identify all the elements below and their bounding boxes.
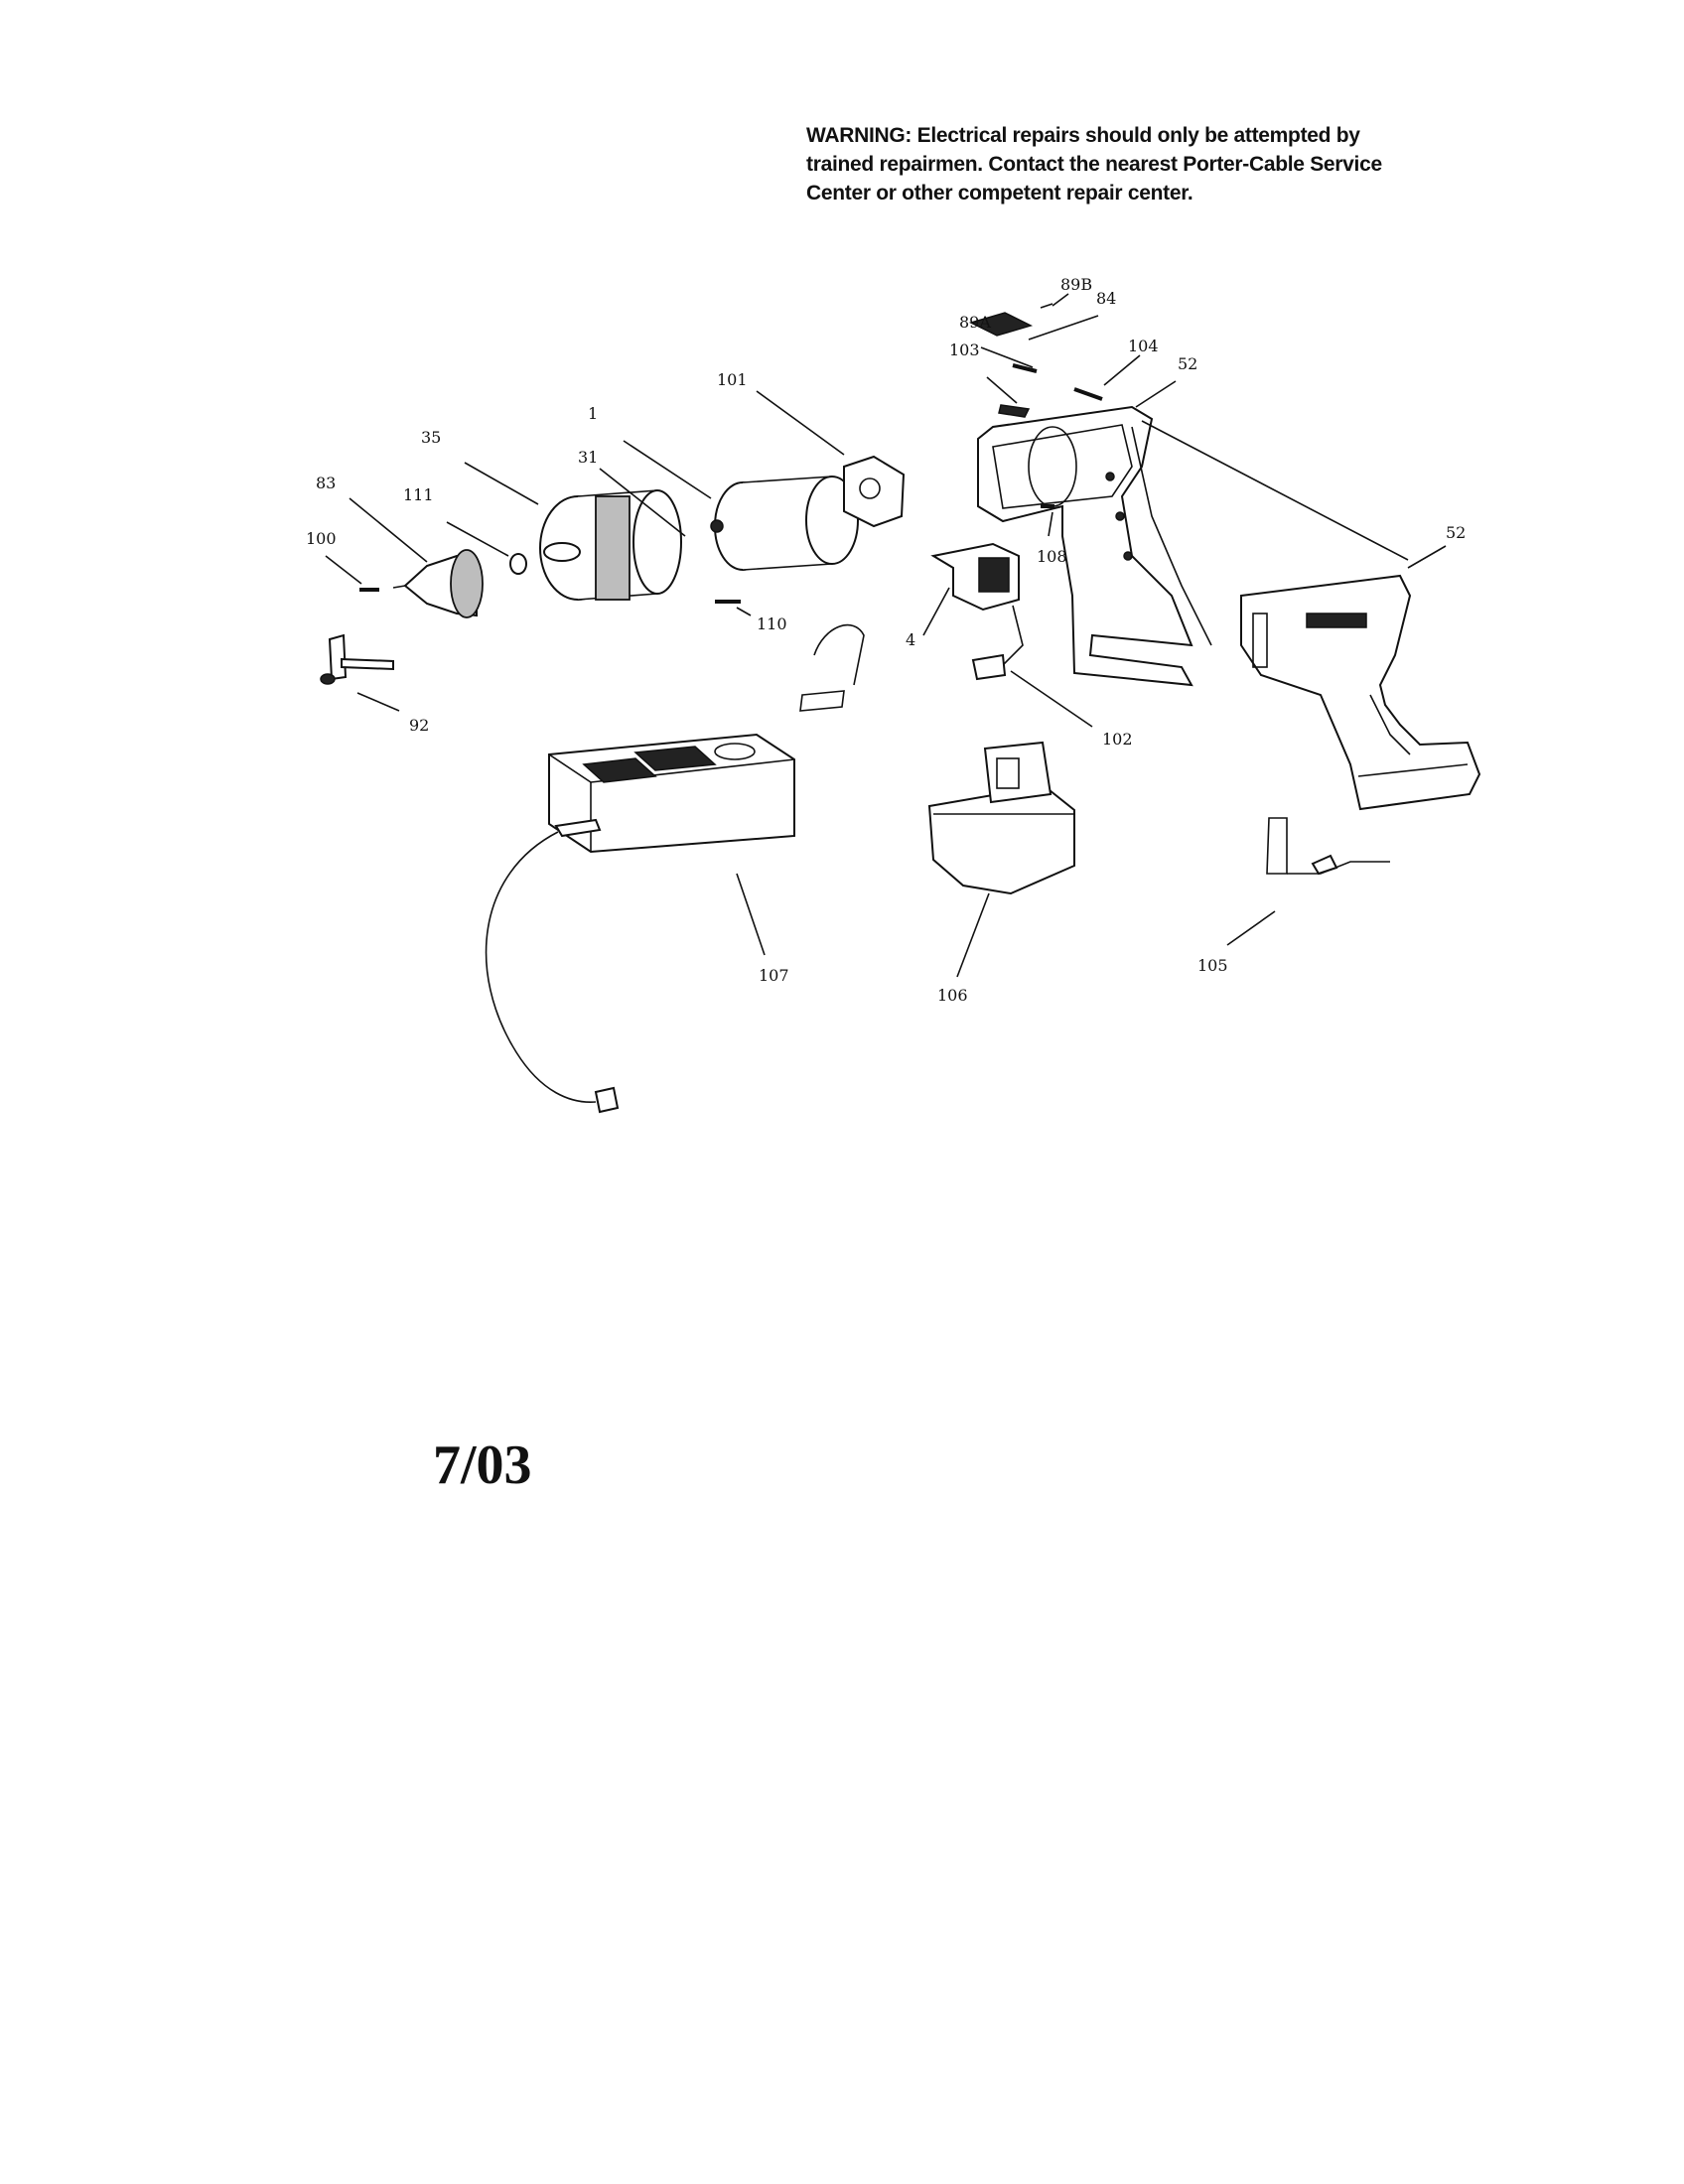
revision-date: 7/03 [433,1434,532,1496]
callout-111: 111 [403,485,434,504]
callout-106: 106 [937,986,968,1005]
callout-110: 110 [757,614,787,633]
callout-108: 108 [1037,547,1067,566]
callout-31: 31 [578,448,598,467]
callout-52-lower: 52 [1446,523,1466,542]
callout-labels: 89B 84 89A 104 103 52 101 1 35 31 83 111… [306,275,1466,1005]
washer-part [509,553,527,575]
callout-102: 102 [1102,730,1133,749]
switch-plate-part [968,303,1053,337]
callout-101: 101 [717,370,748,389]
housing-left-half-part [977,405,1212,687]
warning-line-2: trained repairmen. Contact the nearest P… [806,153,1382,176]
callout-83: 83 [316,474,336,492]
belt-clip-part [1266,817,1390,876]
chuck-part [392,549,484,618]
callout-89b: 89B [1060,275,1092,294]
callout-107: 107 [759,966,789,985]
gearbox-part [539,489,682,601]
callout-100: 100 [306,529,337,548]
callout-84: 84 [1096,289,1116,308]
wire-harness-part [799,623,865,712]
motor-part [710,476,859,571]
callout-1: 1 [588,404,598,423]
callout-35: 35 [421,428,441,447]
warning-line-1: WARNING: Electrical repairs should only … [806,124,1360,147]
screw-104-part [1073,387,1103,401]
callout-52-upper: 52 [1178,354,1197,373]
callout-4: 4 [906,630,915,649]
callout-92: 92 [409,716,429,735]
leader-lines [325,293,1447,978]
battery-pack-part [927,741,1075,895]
callout-89a: 89A [959,313,991,332]
chuck-key-part [320,633,394,685]
housing-right-half-part [1240,574,1481,811]
switch-part [930,542,1020,612]
battery-terminal-part [971,605,1024,681]
warning-line-3: Center or other competent repair center. [806,182,1193,205]
pin-part [998,363,1038,418]
callout-104: 104 [1128,337,1159,355]
callout-105: 105 [1197,956,1228,975]
callout-103: 103 [949,341,980,359]
warning-note: WARNING: Electrical repairs should only … [806,121,1442,207]
motor-bracket-part [843,455,906,528]
charger-part [485,733,795,1114]
